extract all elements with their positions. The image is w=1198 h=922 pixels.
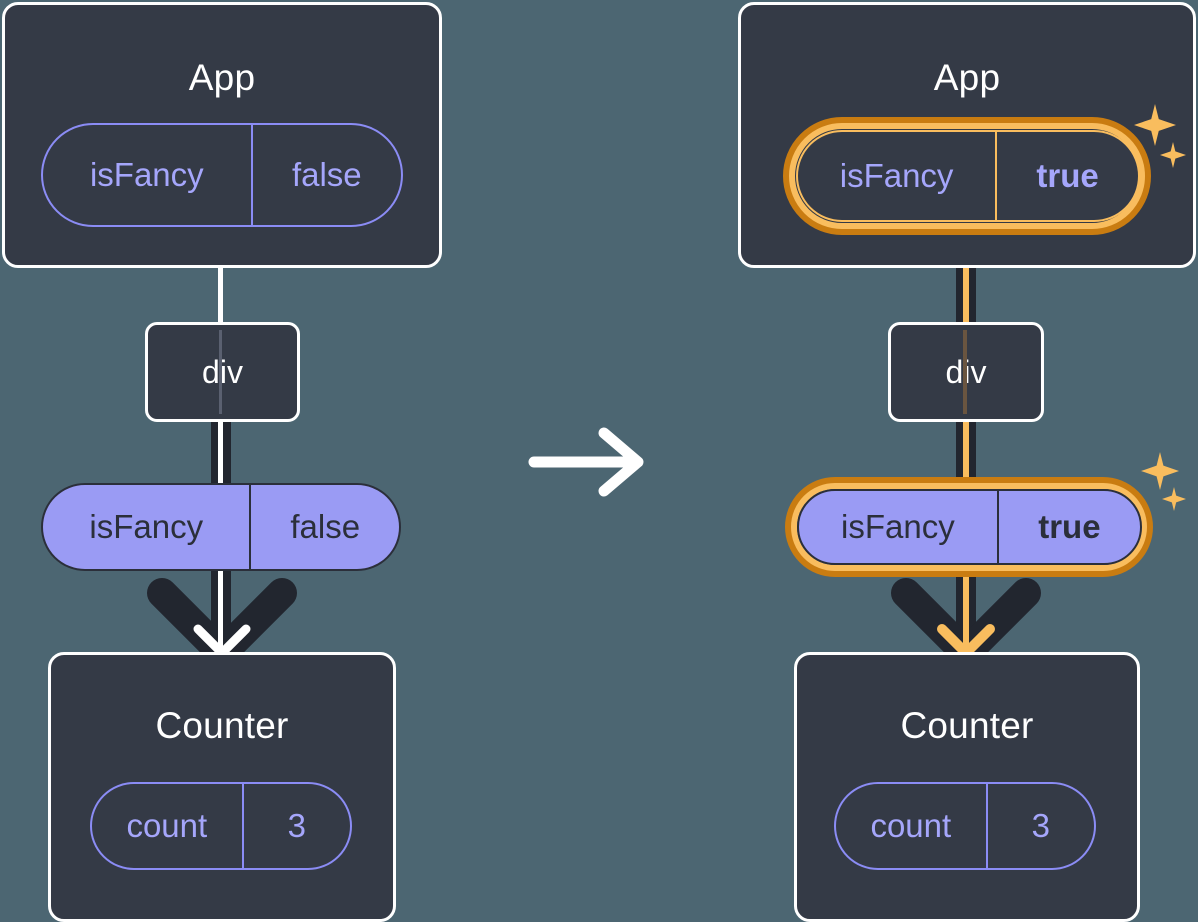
left-div-box[interactable]: div [145,322,300,422]
right-app-title: App [933,57,1001,98]
right-counter-state-key: count [870,807,952,844]
right-wire-app-to-div-inner [963,215,969,335]
left-wire-div-to-prop-inner [218,418,223,488]
right-counter-state-pill[interactable]: count 3 [834,782,1096,870]
right-app-state-key: isFancy [839,157,954,194]
right-counter-title: Counter [900,705,1034,746]
left-prop-pill[interactable]: isFancy false [41,483,401,571]
left-wire-app-to-div [218,265,223,327]
right-prop-pill[interactable]: isFancy true [797,489,1142,565]
left-counter-title: Counter [155,705,289,746]
left-counter-state-pill[interactable]: count 3 [90,782,352,870]
right-prop-value: true [996,491,1140,563]
left-app-state-value: false [250,125,401,225]
left-div-label: div [202,353,243,390]
left-app-title: App [188,57,256,98]
right-counter-state-value: 3 [985,784,1094,868]
left-prop-key: isFancy [89,508,204,545]
right-wire-prop-to-counter-inner [963,560,969,658]
left-wire-prop-to-counter-inner [218,560,223,658]
right-wire-div-to-prop-inner [963,418,969,488]
left-app-state-pill[interactable]: isFancy false [41,123,403,227]
transition-right-arrow-icon [528,427,644,497]
left-prop-value: false [249,485,399,569]
right-app-state-pill[interactable]: isFancy true [796,130,1140,222]
left-wire-through-div [219,330,222,414]
left-counter-state-key: count [126,807,208,844]
right-prop-key: isFancy [841,508,955,545]
left-app-state-key: isFancy [89,156,204,193]
left-counter-state-value: 3 [241,784,350,868]
sparkle-icon [1162,487,1186,511]
right-wire-through-div [963,330,967,414]
sparkle-icon [1141,452,1179,490]
right-app-state-value: true [995,132,1138,220]
